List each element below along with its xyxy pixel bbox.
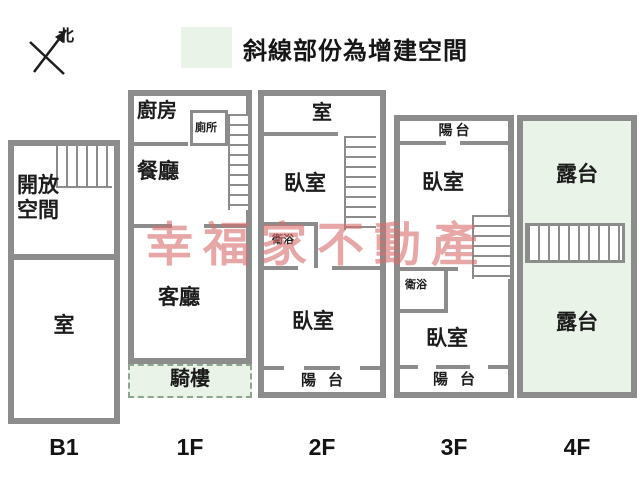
floor-b1: 開放空間 室 (8, 140, 120, 424)
watermark: 幸福家不動產 (146, 218, 488, 271)
room-label-bedroom-front: 臥室 (422, 171, 464, 194)
wall (314, 222, 318, 268)
wall (304, 366, 340, 370)
wall (436, 365, 470, 369)
room-label-dining: 餐廳 (137, 160, 179, 183)
wall (400, 141, 446, 145)
room-label-open-space: 開放空間 (17, 174, 59, 222)
room-label-balcony-front: 陽台 (438, 122, 473, 138)
legend-text: 斜線部份為增建空間 (243, 38, 468, 65)
room-toilet: 廁所 (190, 110, 228, 146)
stairs (472, 215, 510, 279)
wall (264, 266, 298, 270)
wall (204, 224, 246, 228)
floor-label-b1: B1 (49, 434, 79, 460)
arcade-area: 騎樓 (128, 364, 252, 398)
room-label-room: 室 (312, 102, 332, 124)
wall (400, 365, 418, 369)
wall (134, 224, 172, 228)
room-label-terrace-rear: 露台 (556, 311, 598, 334)
room-label-balcony-rear: 陽台 (432, 371, 487, 388)
wall (400, 309, 448, 313)
room-label-living: 客廳 (158, 286, 200, 309)
room-label-terrace-front: 露台 (556, 163, 598, 186)
floor-1f: 廚房 廁所 餐廳 客廳 (128, 90, 252, 364)
wall (460, 141, 508, 145)
wall (264, 366, 284, 370)
north-arrow-icon (29, 29, 67, 75)
floor-3f: 陽台 臥室 衛浴 臥室 陽台 (394, 115, 514, 398)
room-label-toilet: 廁所 (195, 122, 217, 134)
north-compass: 北 (22, 16, 88, 82)
wall (332, 266, 380, 270)
stairs (228, 114, 248, 210)
wall (14, 254, 114, 260)
stairs (56, 146, 112, 188)
floor-label-4f: 4F (563, 434, 591, 460)
room-label-bath: 衛浴 (405, 279, 427, 291)
room-label-arcade: 騎樓 (170, 368, 210, 390)
floor-label-1f: 1F (176, 434, 204, 460)
room-label-bedroom-rear: 臥室 (292, 310, 334, 333)
wall (488, 365, 508, 369)
stairs (344, 136, 376, 230)
room-label-kitchen: 廚房 (137, 100, 177, 122)
wall (400, 267, 458, 271)
wall (360, 366, 380, 370)
room-label-bedroom-rear: 臥室 (426, 327, 468, 350)
wall (134, 142, 188, 146)
room-label-bath: 衛浴 (272, 234, 294, 246)
wall (264, 222, 318, 226)
floor-label-3f: 3F (440, 434, 468, 460)
wall (444, 271, 448, 309)
room-label-balcony: 陽台 (300, 372, 355, 389)
floor-label-2f: 2F (308, 434, 336, 460)
floor-2f: 室 臥室 衛浴 臥室 陽台 (258, 90, 386, 398)
wall (264, 132, 338, 136)
room-label-room: 室 (53, 314, 75, 337)
floor-4f: 露台 露台 (517, 115, 637, 398)
legend-added-space-swatch (181, 27, 232, 68)
room-label-bedroom-front: 臥室 (284, 172, 326, 195)
stairs (525, 223, 625, 263)
north-label: 北 (58, 28, 75, 45)
